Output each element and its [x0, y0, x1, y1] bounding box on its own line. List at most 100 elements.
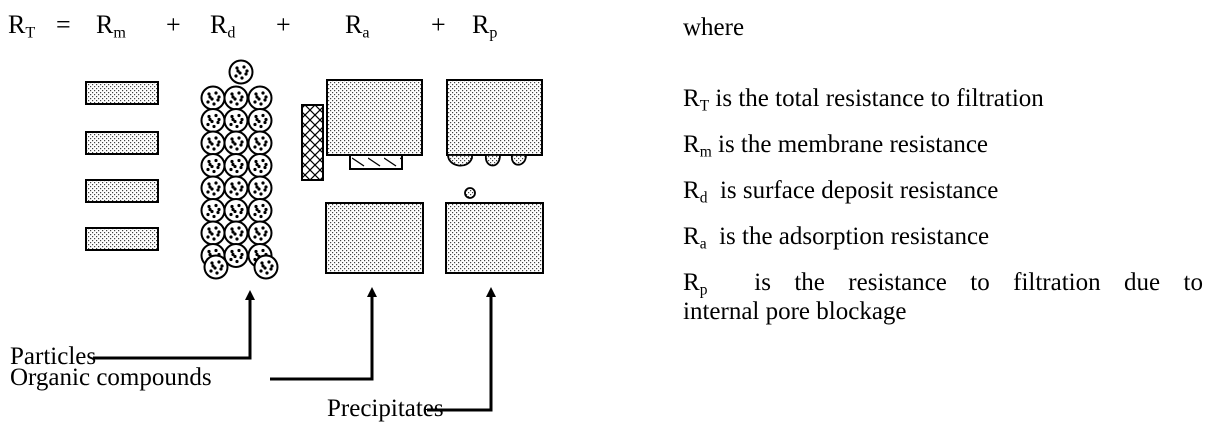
precipitate-deposit — [447, 154, 473, 167]
precipitate-particle — [464, 187, 476, 199]
particle-dot — [240, 76, 244, 80]
particle-dot — [239, 98, 243, 102]
legend-item-rm: Rm is the membrane resistance — [683, 131, 989, 161]
particle-dot — [263, 165, 267, 170]
particle-dot — [259, 102, 263, 106]
particle-dot — [264, 230, 268, 234]
particle-dot — [261, 136, 265, 140]
particle-dot — [240, 95, 244, 99]
particle-dot — [229, 100, 233, 104]
particle-dot — [216, 188, 220, 192]
particle-dot — [254, 204, 258, 209]
particle-dot — [214, 136, 218, 140]
particle-dot — [257, 97, 261, 101]
particle-dot — [253, 167, 257, 172]
particle-dot — [253, 212, 257, 217]
particle-dot — [212, 124, 216, 129]
particle-dot — [259, 269, 263, 273]
particle-dot — [207, 249, 211, 254]
particle-dot — [259, 237, 263, 241]
particle-dot — [210, 97, 214, 101]
membrane-block-upper — [326, 79, 423, 156]
particle-dot — [231, 230, 235, 234]
particle-dot — [212, 147, 216, 151]
particle-dot — [261, 203, 265, 208]
particle-dot — [217, 117, 221, 122]
particle-dot — [229, 257, 233, 262]
particle-dot — [240, 252, 244, 257]
particle-dot — [208, 207, 212, 212]
particle-dot — [217, 230, 221, 234]
particle-dot — [263, 233, 267, 237]
particle-dot — [206, 212, 210, 217]
eq-plus-2: + — [276, 10, 291, 39]
particle-dot — [237, 158, 241, 163]
particle-dot — [233, 164, 237, 169]
particle-dot — [210, 187, 214, 191]
particle-dot — [230, 204, 234, 209]
eq-term-rm: Rm — [96, 10, 126, 42]
adsorbed-layer-side — [301, 104, 324, 181]
eq-equals: = — [56, 10, 71, 39]
membrane-block-lower — [445, 202, 544, 274]
particle-dot — [235, 66, 239, 70]
particle-dot — [237, 248, 241, 253]
particle-dot — [239, 165, 243, 170]
particle-dot — [233, 119, 237, 124]
particle-dot — [257, 119, 261, 124]
particles-label: Particles — [10, 343, 97, 370]
particle-dot — [265, 271, 269, 275]
particle-dot — [229, 167, 233, 172]
particle-dot — [255, 230, 259, 234]
particle-dot — [207, 159, 211, 164]
precipitates-connector — [427, 287, 496, 412]
particle-dot — [229, 145, 233, 149]
particle-dot — [212, 169, 216, 174]
particle-dot — [242, 65, 246, 69]
particle-dot — [206, 167, 210, 172]
particle-dot — [237, 91, 241, 95]
particle-dot — [217, 185, 221, 189]
particle-dot — [231, 140, 235, 144]
particle-dot — [233, 97, 237, 101]
organic-connector — [270, 287, 377, 381]
particle-dot — [231, 185, 235, 189]
particle-dot — [210, 164, 214, 169]
particle-dot — [208, 252, 212, 257]
particle-dot — [210, 142, 214, 146]
particle-dot — [263, 188, 267, 192]
particle-dot — [231, 207, 235, 212]
precipitate-deposit — [511, 154, 527, 166]
particle-dot — [261, 264, 265, 268]
particle-dot — [229, 235, 233, 239]
particle-dot — [240, 117, 244, 122]
particle-dot — [240, 207, 244, 212]
particle-dot — [230, 159, 234, 164]
particle-dot — [239, 120, 243, 125]
particle-dot — [237, 181, 241, 185]
particle-dot — [254, 159, 258, 164]
particle-dot — [261, 91, 265, 95]
particle-dot — [233, 232, 237, 236]
particle-dot — [267, 260, 271, 264]
particle-dot — [253, 122, 257, 127]
eq-total-term: RT — [8, 10, 36, 42]
particle-dot — [238, 71, 242, 75]
particle-dot — [214, 113, 218, 118]
particle-dot — [245, 69, 249, 73]
particle-dot — [261, 113, 265, 118]
particle-dot — [208, 95, 212, 99]
particles-connector — [93, 290, 255, 360]
particle-dot — [263, 120, 267, 125]
particle-dot — [239, 255, 243, 260]
particle-dot — [253, 235, 257, 239]
particle-dot — [230, 137, 234, 141]
membrane-block-upper — [446, 79, 543, 156]
particle-dot — [210, 119, 214, 124]
particle-deposit-column — [200, 59, 279, 280]
particle-dot — [230, 227, 234, 231]
legend-item-ra: Ra is the adsorption resistance — [683, 223, 990, 253]
particle-dot — [257, 187, 261, 191]
particle-dot — [237, 203, 241, 208]
particle-dot — [209, 269, 213, 273]
